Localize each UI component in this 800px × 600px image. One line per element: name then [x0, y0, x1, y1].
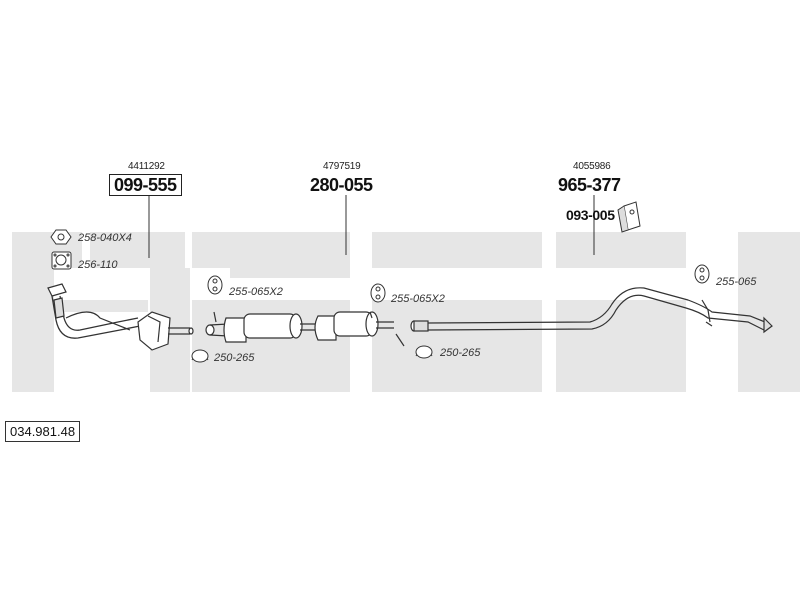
- ref-number-1: 4411292: [128, 161, 165, 172]
- nut-icon: [50, 229, 72, 245]
- part-number-2: 280-055: [310, 175, 373, 195]
- rubber-hanger-icon: [370, 283, 386, 303]
- clamp-icon: [415, 345, 433, 359]
- part-number-3: 965-377: [558, 175, 621, 195]
- callout-gasket: 256-110: [78, 259, 118, 271]
- bracket-icon: [617, 201, 641, 233]
- ref-number-3: 4055986: [573, 161, 611, 172]
- rubber-hanger-icon: [694, 264, 710, 284]
- rubber-hanger-icon: [207, 275, 223, 295]
- rear-pipe: [410, 287, 773, 334]
- callout-hanger-1: 255-065X2: [229, 286, 283, 298]
- sub-part-number: 093-005: [566, 207, 615, 223]
- ref-number-2: 4797519: [323, 161, 361, 172]
- background-bands: [12, 232, 800, 392]
- center-muffler: [205, 311, 405, 347]
- callout-hanger-rear: 255-065: [716, 276, 757, 288]
- gasket-icon: [51, 251, 72, 270]
- callout-nut: 258-040X4: [78, 232, 132, 244]
- callout-clamp-2: 250-265: [440, 347, 481, 359]
- callout-clamp-1: 250-265: [214, 352, 255, 364]
- diagram-code-label: 034.981.48: [5, 421, 81, 442]
- front-pipe-catalyst: [47, 283, 194, 351]
- callout-hanger-2: 255-065X2: [391, 293, 445, 305]
- clamp-icon: [191, 349, 209, 363]
- part-number-1: 099-555: [109, 174, 182, 196]
